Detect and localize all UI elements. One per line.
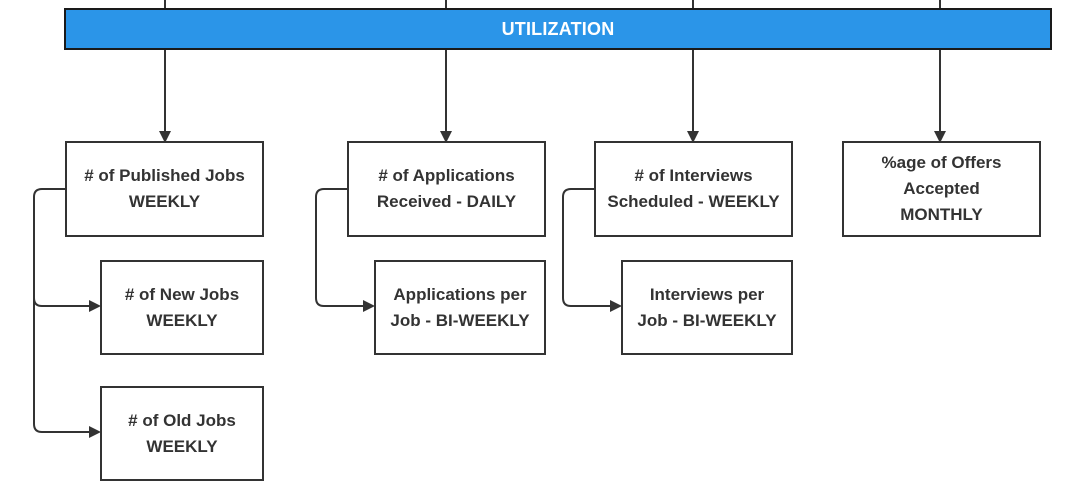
arrow-to-new-jobs (33, 188, 101, 312)
node-old-jobs[interactable]: # of Old Jobs WEEKLY (100, 386, 264, 481)
arrow-to-interviews-per-job (562, 188, 622, 312)
arrow-to-old-jobs (33, 298, 101, 438)
node-new-jobs-label: # of New Jobs WEEKLY (124, 284, 240, 330)
node-published-jobs[interactable]: # of Published Jobs WEEKLY (65, 141, 264, 237)
node-interviews-scheduled-label: # of Interviews Scheduled - WEEKLY (607, 166, 780, 211)
node-offers-accepted-label: %age of Offers Accepted MONTHLY (881, 153, 1002, 224)
node-interviews-per-job-label: Interviews per Job - BI-WEEKLY (637, 284, 777, 330)
utilization-banner: UTILIZATION (64, 8, 1052, 50)
node-applications-received[interactable]: # of Applications Received - DAILY (347, 141, 546, 237)
node-offers-accepted[interactable]: %age of Offers Accepted MONTHLY (842, 141, 1041, 237)
node-interviews-per-job[interactable]: Interviews per Job - BI-WEEKLY (621, 260, 793, 355)
node-old-jobs-label: # of Old Jobs WEEKLY (128, 410, 236, 456)
node-applications-per-job-label: Applications per Job - BI-WEEKLY (390, 284, 530, 330)
node-published-jobs-label: # of Published Jobs WEEKLY (84, 166, 245, 211)
node-interviews-scheduled[interactable]: # of Interviews Scheduled - WEEKLY (594, 141, 793, 237)
arrow-to-applications-per-job (315, 188, 375, 312)
node-applications-per-job[interactable]: Applications per Job - BI-WEEKLY (374, 260, 546, 355)
node-applications-received-label: # of Applications Received - DAILY (376, 166, 517, 211)
node-new-jobs[interactable]: # of New Jobs WEEKLY (100, 260, 264, 355)
utilization-banner-label: UTILIZATION (501, 18, 615, 39)
